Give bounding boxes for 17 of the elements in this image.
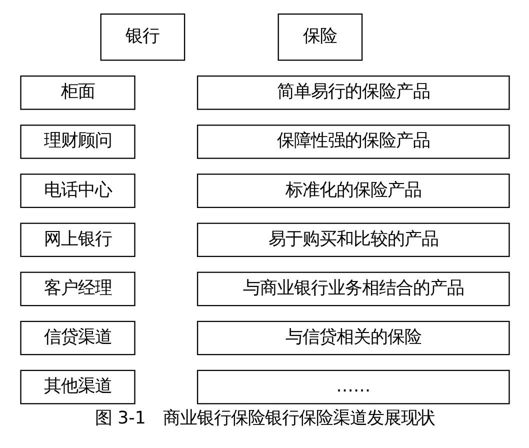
node-box: 信贷渠道 xyxy=(20,320,135,356)
node-box: 客户经理 xyxy=(20,272,135,306)
node-box: 其他渠道 xyxy=(20,370,135,404)
node-box: 与商业银行业务相结合的产品 xyxy=(196,272,510,306)
node-box: 保险 xyxy=(277,13,362,61)
node-box: 与信贷相关的保险 xyxy=(196,320,510,356)
node-box: …… xyxy=(196,370,510,404)
node-box: 柜面 xyxy=(20,76,135,110)
node-box: 理财顾问 xyxy=(20,124,135,159)
caption: 图 3-1 商业银行保险银行保险渠道发展现状 xyxy=(94,408,434,428)
node-box: 网上银行 xyxy=(20,222,135,258)
node-box: 标准化的保险产品 xyxy=(196,174,510,208)
node-box: 易于购买和比较的产品 xyxy=(196,222,510,258)
node-box: 简单易行的保险产品 xyxy=(196,76,510,110)
node-box: 电话中心 xyxy=(20,174,135,208)
node-box: 银行 xyxy=(100,13,185,61)
node-box: 保障性强的保险产品 xyxy=(196,124,510,159)
